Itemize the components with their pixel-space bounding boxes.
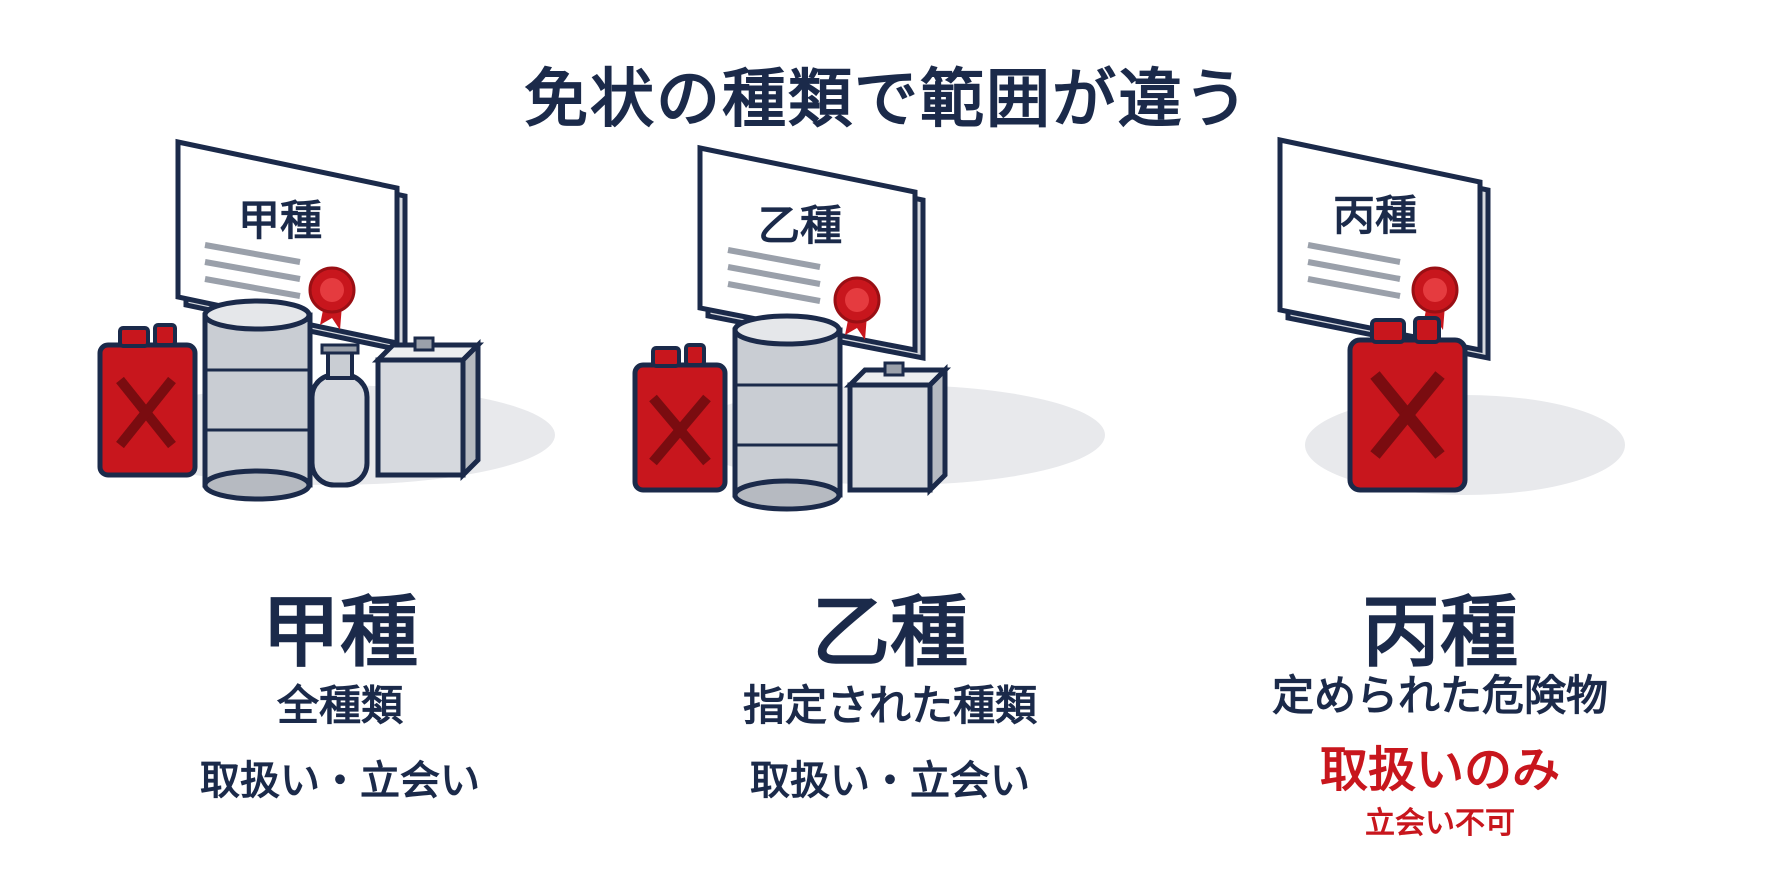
license-scope: 全種類 [276, 681, 403, 730]
kou-illustration: 甲種 [97, 138, 555, 502]
gas-cylinder-icon [309, 343, 370, 488]
panel-kou: 甲種 [60, 138, 620, 850]
license-scope: 定められた危険物 [1271, 671, 1608, 720]
certificate-icon: 乙種 [697, 144, 926, 362]
panel-hei: 丙種 丙種 定められた危険物 取扱いのみ 立会い不可 [1160, 136, 1720, 850]
drum-icon [202, 298, 313, 502]
seal-icon [308, 266, 356, 330]
panel-otsu: 乙種 [610, 144, 1170, 850]
certificate-icon: 丙種 [1277, 136, 1491, 362]
license-actions: 取扱い・立会い [750, 758, 1030, 804]
license-name: 乙種 [811, 588, 968, 678]
jerrycan-icon [97, 323, 198, 478]
certificate-label: 丙種 [1333, 191, 1417, 240]
seal-icon [1411, 266, 1459, 330]
page-title: 免状の種類で範囲が違う [524, 63, 1250, 137]
certificate-icon: 甲種 [175, 138, 408, 355]
drum-icon [732, 313, 843, 512]
license-actions: 取扱いのみ [1319, 742, 1560, 798]
otsu-illustration: 乙種 [632, 144, 1105, 512]
metal-can-icon [371, 336, 485, 482]
seal-icon [833, 276, 881, 340]
license-name: 甲種 [261, 588, 418, 678]
certificate-label: 乙種 [758, 201, 842, 250]
license-name: 丙種 [1361, 588, 1518, 678]
license-actions: 取扱い・立会い [200, 758, 480, 804]
metal-can-icon [843, 361, 952, 497]
hei-illustration: 丙種 [1277, 136, 1625, 495]
license-note: 立会い不可 [1365, 806, 1515, 841]
certificate-label: 甲種 [238, 196, 322, 245]
jerrycan-icon [1347, 316, 1468, 493]
jerrycan-icon [632, 343, 728, 493]
license-scope: 指定された種類 [742, 681, 1037, 730]
